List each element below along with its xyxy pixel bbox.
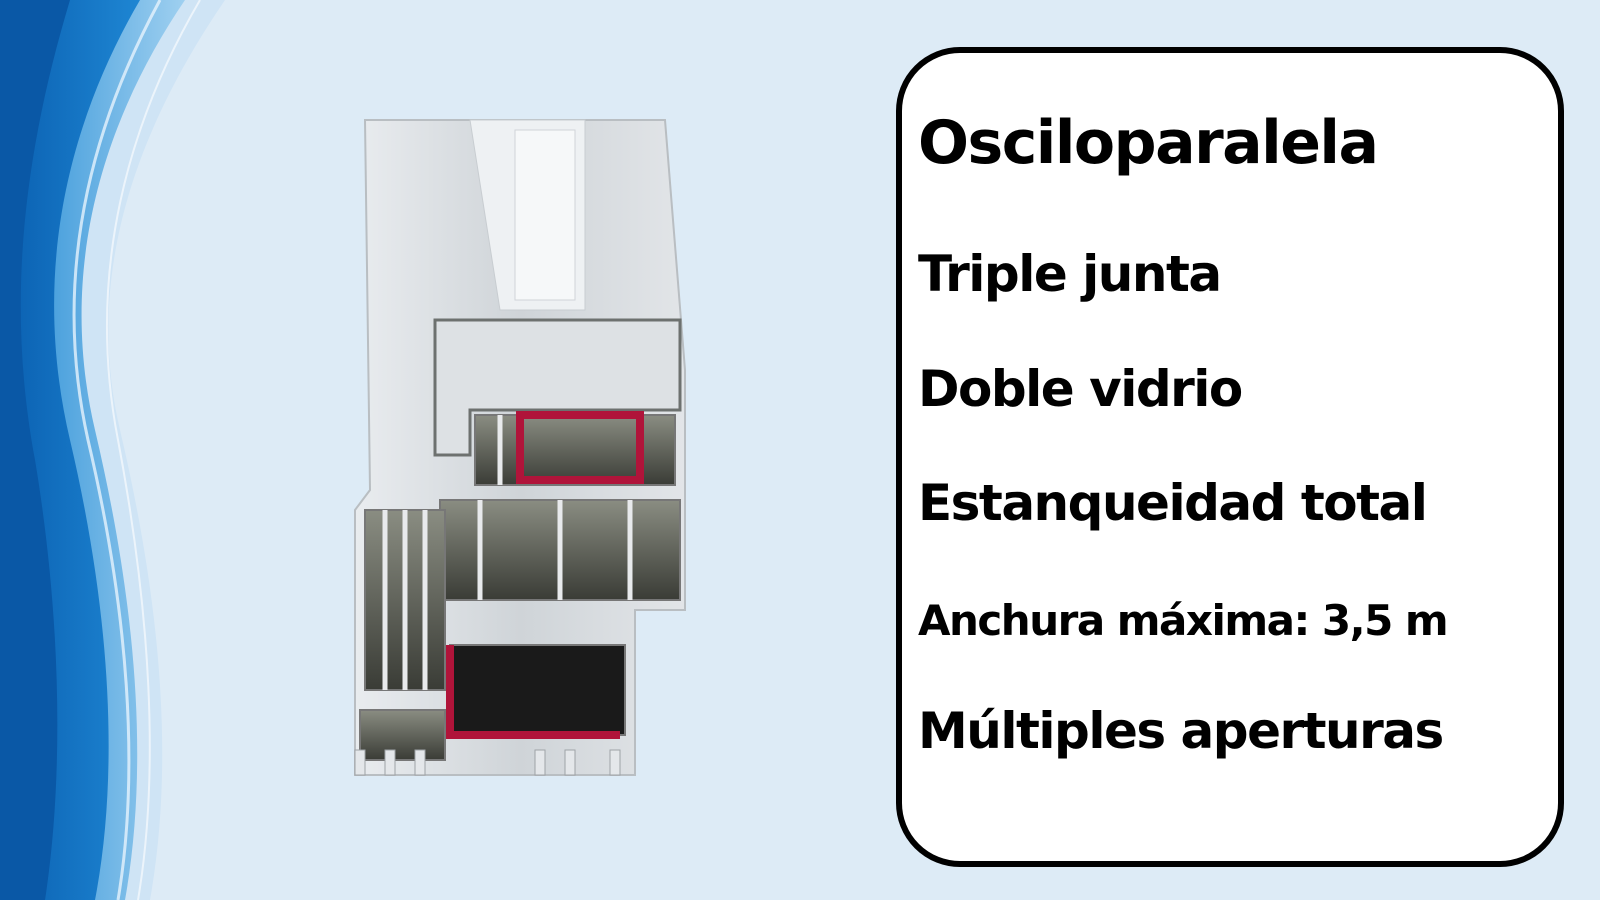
feature-item: Anchura máxima: 3,5 m	[918, 596, 1449, 645]
feature-item: Múltiples aperturas	[918, 702, 1444, 760]
feature-item: Triple junta	[918, 245, 1222, 303]
product-title: Osciloparalela	[918, 108, 1379, 178]
feature-item: Doble vidrio	[918, 360, 1243, 418]
window-profile-image	[354, 119, 686, 776]
feature-item: Estanqueidad total	[918, 474, 1428, 532]
features-card	[896, 47, 1564, 867]
